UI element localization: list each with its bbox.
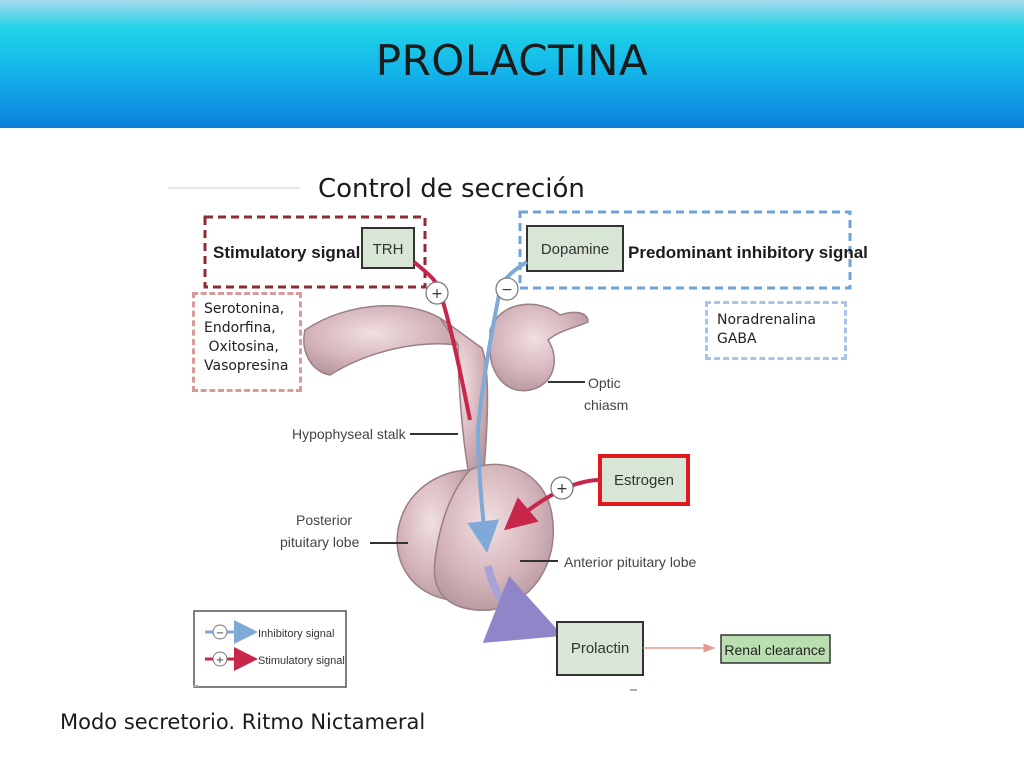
plus-badge-trh — [425, 281, 449, 305]
minus-badge-dopamine — [495, 277, 519, 301]
slide-footer: Modo secretorio. Ritmo Nictameral — [60, 710, 426, 734]
legend-plus-badge — [212, 651, 228, 667]
stimulators-note: Serotonina, Endorfina, Oxitosina, Vasopr… — [192, 292, 302, 392]
legend-minus-badge — [212, 624, 228, 640]
trh-box — [361, 227, 415, 269]
trh-label: TRH — [373, 241, 404, 258]
hypophyseal-stalk-label: Hypophyseal stalk — [292, 426, 407, 442]
stimulatory-signal-label: Stimulatory signal — [213, 243, 360, 262]
inhibitors-note: Noradrenalina GABA — [705, 301, 847, 360]
estrogen-box — [598, 454, 690, 506]
legend-stimulatory-label: Stimulatory signal — [258, 655, 345, 667]
minus-sign-dopamine: − — [501, 282, 513, 298]
inhibitory-signal-box — [518, 210, 852, 290]
prolactin-release-arrow — [482, 565, 563, 643]
legend-plus-sign: + — [216, 655, 224, 666]
legend-minus-sign: − — [216, 628, 224, 639]
pituitary-illustration — [303, 303, 589, 611]
inhibitory-signal-label: Predominant inhibitory signal — [628, 243, 868, 262]
renal-clearance-box — [720, 634, 831, 664]
dopamine-box — [526, 225, 624, 272]
stimulatory-signal-box — [203, 215, 427, 289]
anterior-lobe-label: Anterior pituitary lobe — [564, 554, 697, 570]
posterior-lobe-label-line2: pituitary lobe — [280, 534, 360, 550]
optic-chiasm-label-line2: chiasm — [584, 397, 628, 413]
plus-sign-estrogen: + — [556, 481, 568, 497]
plus-sign-trh: + — [431, 286, 443, 302]
title-bar: PROLACTINA — [0, 0, 1024, 128]
dopamine-label: Dopamine — [541, 241, 609, 258]
slide-title: PROLACTINA — [375, 36, 649, 85]
legend-inhibitory-label: Inhibitory signal — [258, 628, 334, 640]
legend: − Inhibitory signal + Stimulatory signal — [193, 610, 347, 688]
posterior-lobe-label-line1: Posterior — [296, 512, 352, 528]
slide-subtitle: Control de secreción — [318, 174, 585, 204]
renal-clearance-label: Renal clearance — [724, 642, 825, 658]
estrogen-label: Estrogen — [614, 472, 674, 489]
plus-badge-estrogen — [550, 476, 574, 500]
optic-chiasm-label-line1: Optic — [588, 375, 621, 391]
prolactin-label: Prolactin — [571, 640, 629, 657]
